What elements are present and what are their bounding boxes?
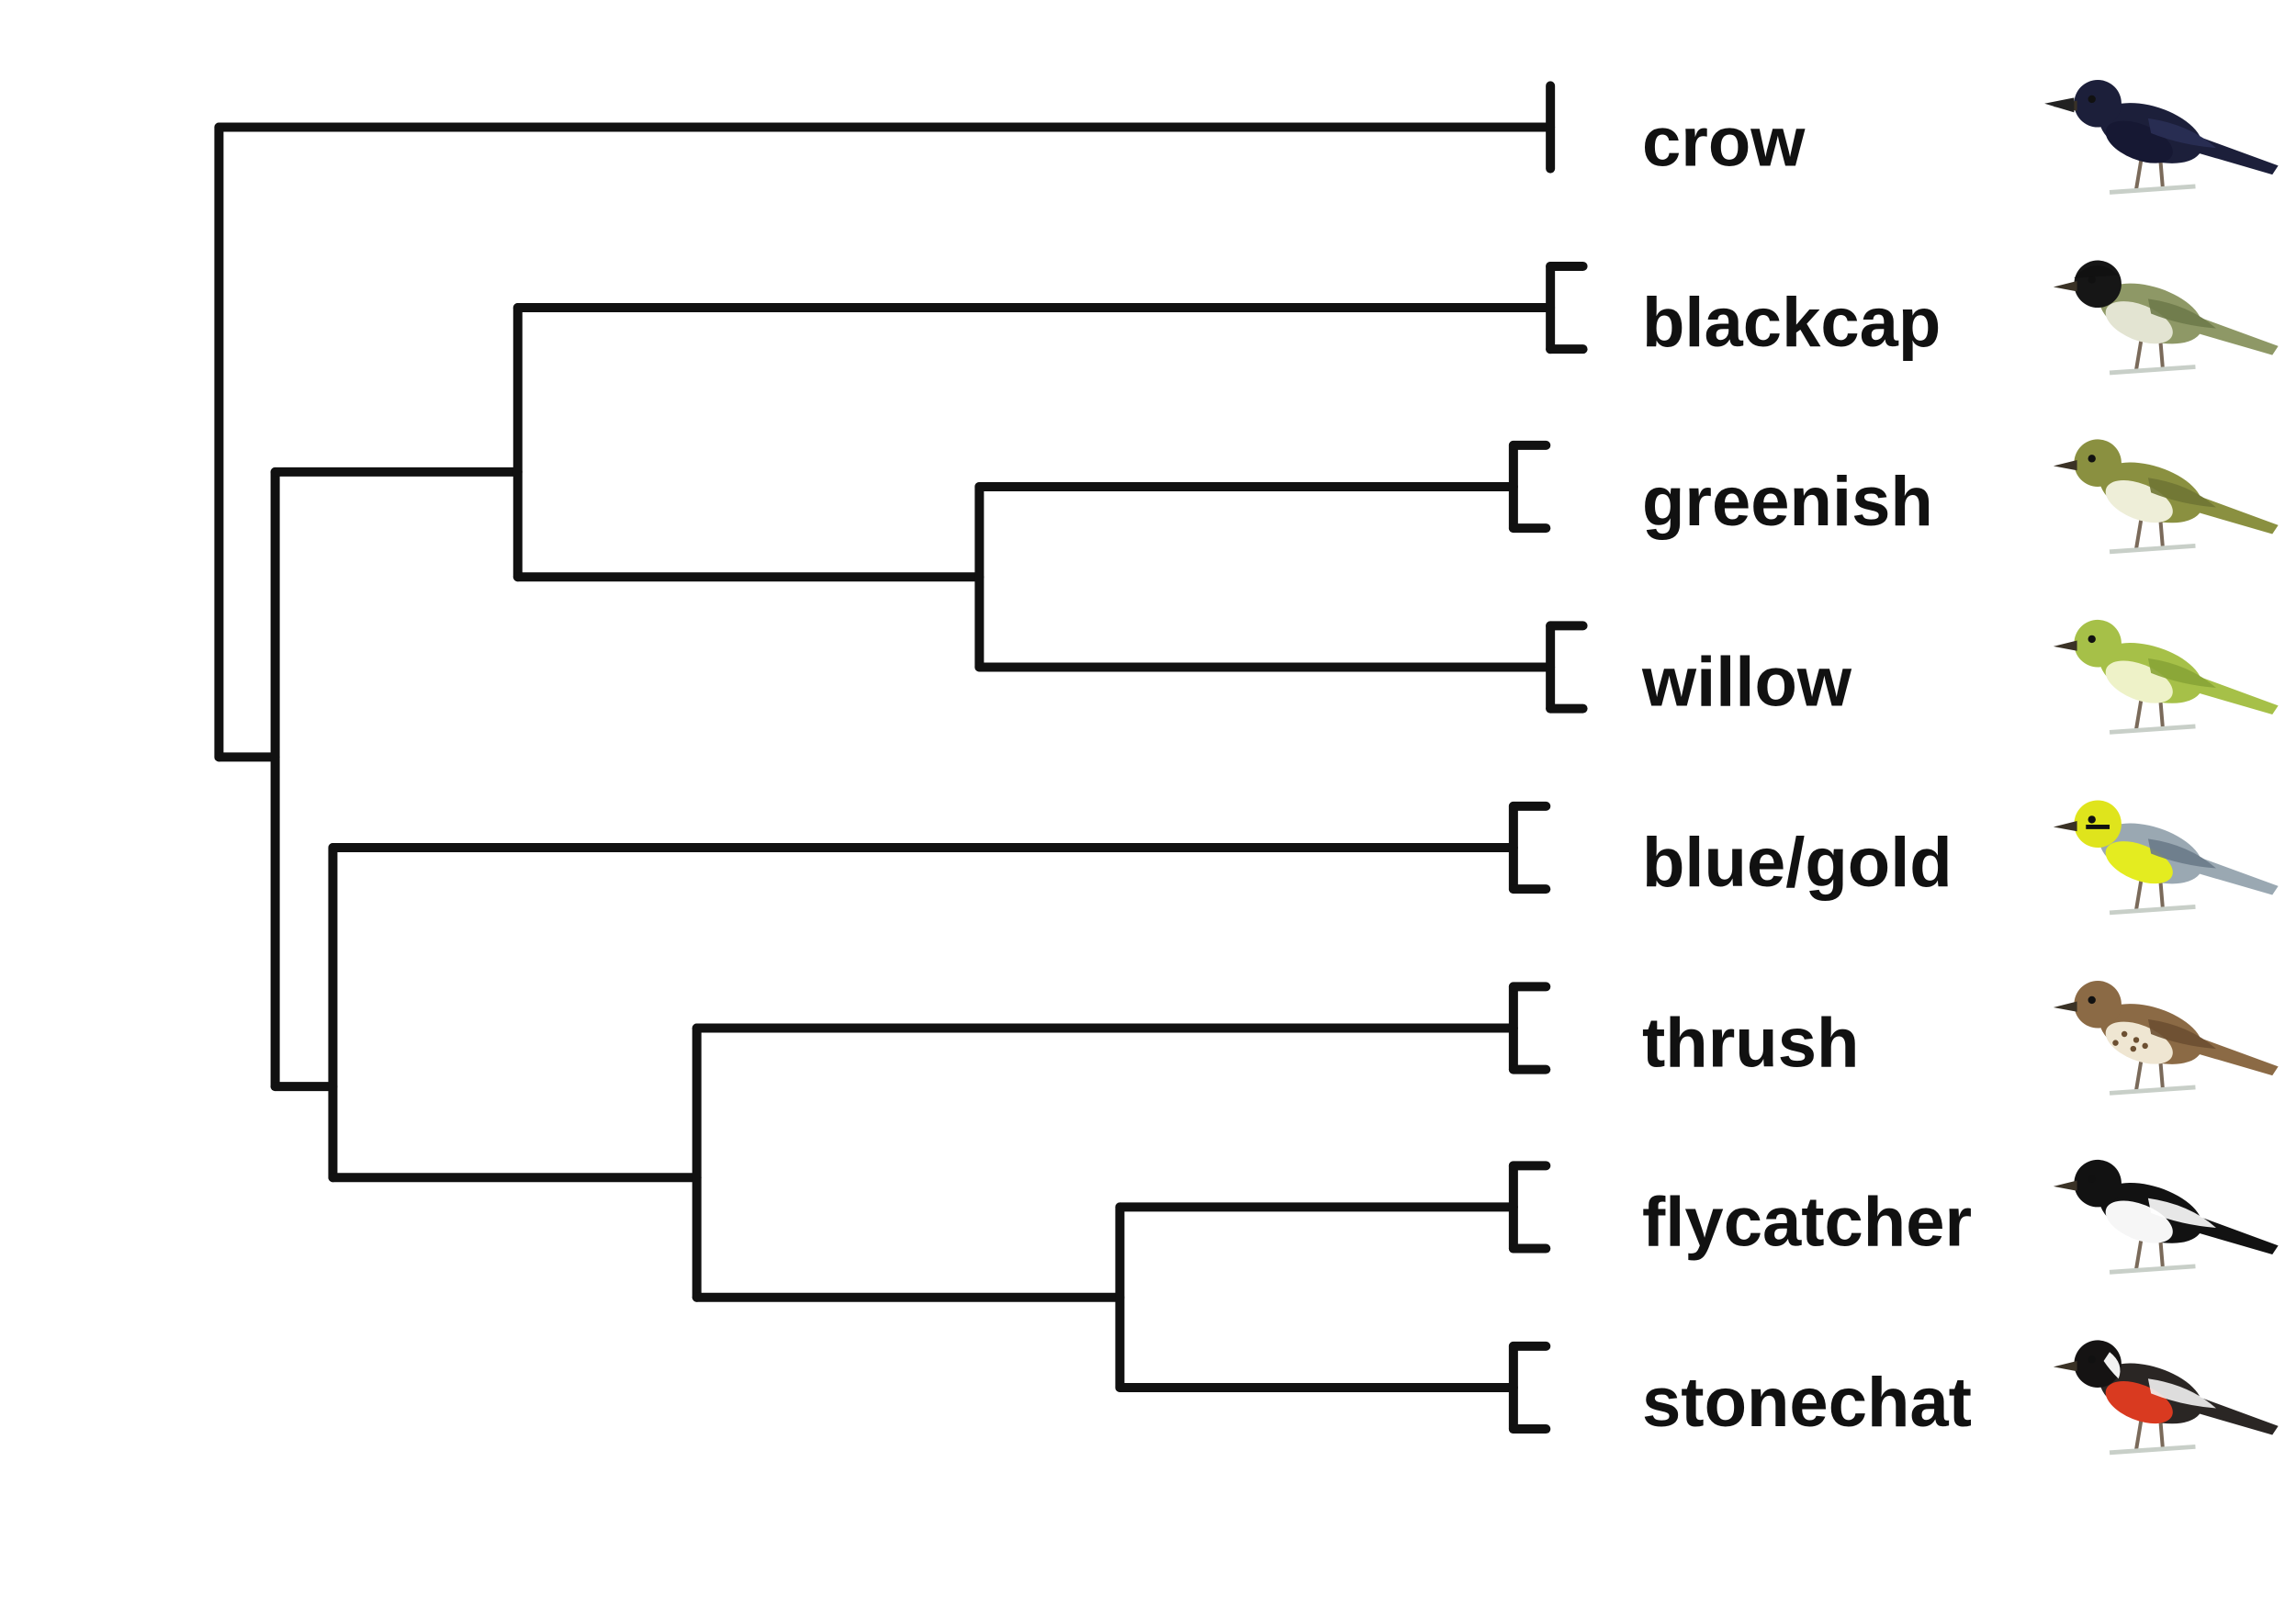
tip-bracket-willow bbox=[1546, 621, 1588, 714]
flycatcher-icon bbox=[2053, 1159, 2279, 1275]
stonechat-icon bbox=[2053, 1340, 2279, 1456]
blue-gold-icon bbox=[2053, 800, 2279, 916]
taxon-label-crow: crow bbox=[1642, 103, 1806, 181]
greenish-icon bbox=[2053, 439, 2279, 555]
taxon-label-greenish: greenish bbox=[1642, 463, 1933, 541]
tip-bracket-blue-gold bbox=[1508, 801, 1551, 894]
taxon-label-willow: willow bbox=[1641, 643, 1852, 721]
taxon-label-blackcap: blackcap bbox=[1642, 284, 1941, 362]
thrush-icon bbox=[2053, 980, 2279, 1096]
willow-icon bbox=[2053, 619, 2279, 735]
tip-bracket-flycatcher bbox=[1508, 1161, 1551, 1254]
tip-bracket-stonechat bbox=[1508, 1341, 1551, 1434]
crow-icon bbox=[2044, 79, 2279, 195]
taxon-label-flycatcher: flycatcher bbox=[1642, 1183, 1972, 1261]
taxon-label-blue-gold: blue/gold bbox=[1642, 824, 1953, 902]
tip-bracket-blackcap bbox=[1546, 261, 1588, 354]
tip-bracket-greenish bbox=[1508, 440, 1551, 534]
blackcap-icon bbox=[2053, 260, 2279, 376]
tip-bracket-thrush bbox=[1508, 982, 1551, 1074]
taxon-label-stonechat: stonechat bbox=[1642, 1364, 1972, 1442]
taxon-label-thrush: thrush bbox=[1642, 1004, 1859, 1082]
